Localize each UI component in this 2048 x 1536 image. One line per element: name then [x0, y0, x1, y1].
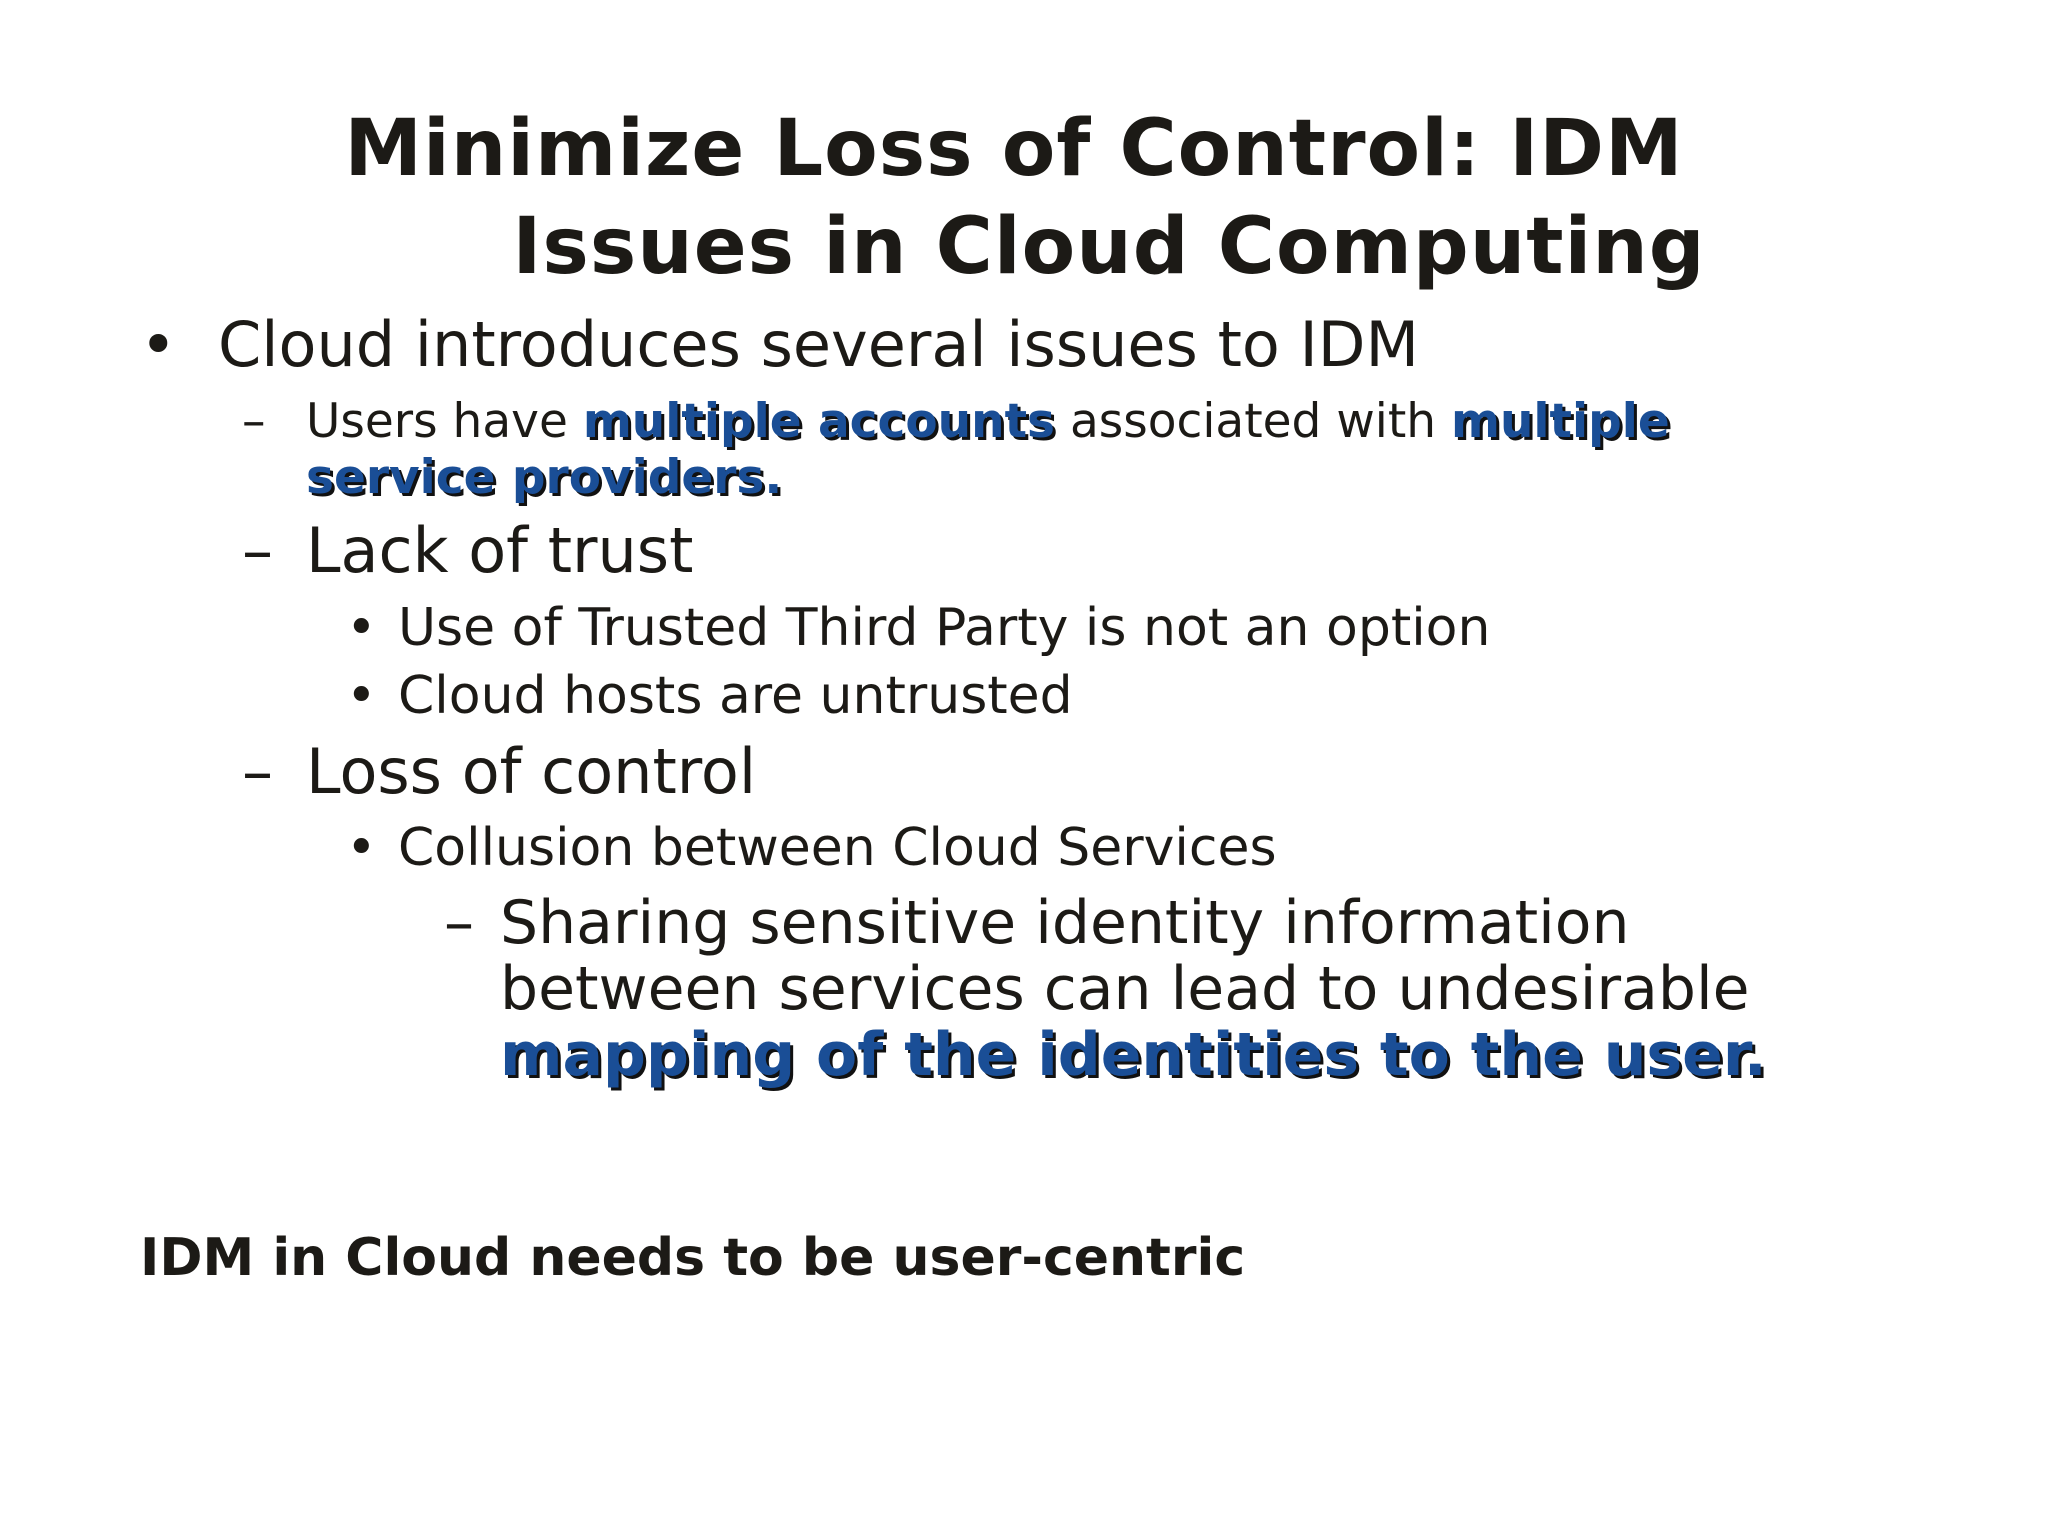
highlight-multiple-accounts: multiple accounts	[582, 394, 1056, 449]
sub-bullet-loss-of-control: Loss of control	[306, 735, 757, 808]
slide-title: Minimize Loss of Control: IDM Issues in …	[0, 100, 2048, 296]
item-trusted-third-party: Use of Trusted Third Party is not an opt…	[398, 598, 1491, 658]
bullet-marker: •	[346, 666, 377, 726]
dash-marker: –	[242, 514, 273, 587]
sub-bullet-lack-of-trust: Lack of trust	[306, 514, 694, 587]
sub-bullet-accounts: Users have multiple accounts associated …	[306, 394, 1670, 449]
bullet-marker: •	[140, 308, 177, 381]
bullet-marker: •	[346, 598, 377, 658]
dash-marker: –	[242, 735, 273, 808]
highlight-mapping-identities: mapping of the identities to the user.	[500, 1020, 1767, 1090]
bullet-text: Cloud introduces several issues to IDM	[218, 308, 1420, 381]
highlight-service-providers: service providers.	[306, 450, 783, 505]
text: Users have	[306, 394, 583, 449]
item-cloud-hosts-untrusted: Cloud hosts are untrusted	[398, 666, 1073, 726]
dash-marker: –	[444, 888, 474, 958]
footer-statement: IDM in Cloud needs to be user-centric	[140, 1228, 1246, 1288]
title-line-2: Issues in Cloud Computing	[512, 202, 1706, 292]
detail-line-2: between services can lead to undesirable	[500, 954, 1750, 1024]
dash-marker: –	[242, 394, 266, 449]
title-line-1: Minimize Loss of Control: IDM	[344, 104, 1684, 194]
item-collusion: Collusion between Cloud Services	[398, 818, 1277, 878]
bullet-marker: •	[346, 818, 377, 878]
highlight-multiple: multiple	[1450, 394, 1670, 449]
detail-line-1: Sharing sensitive identity information	[500, 888, 1630, 958]
text: associated with	[1055, 394, 1451, 449]
